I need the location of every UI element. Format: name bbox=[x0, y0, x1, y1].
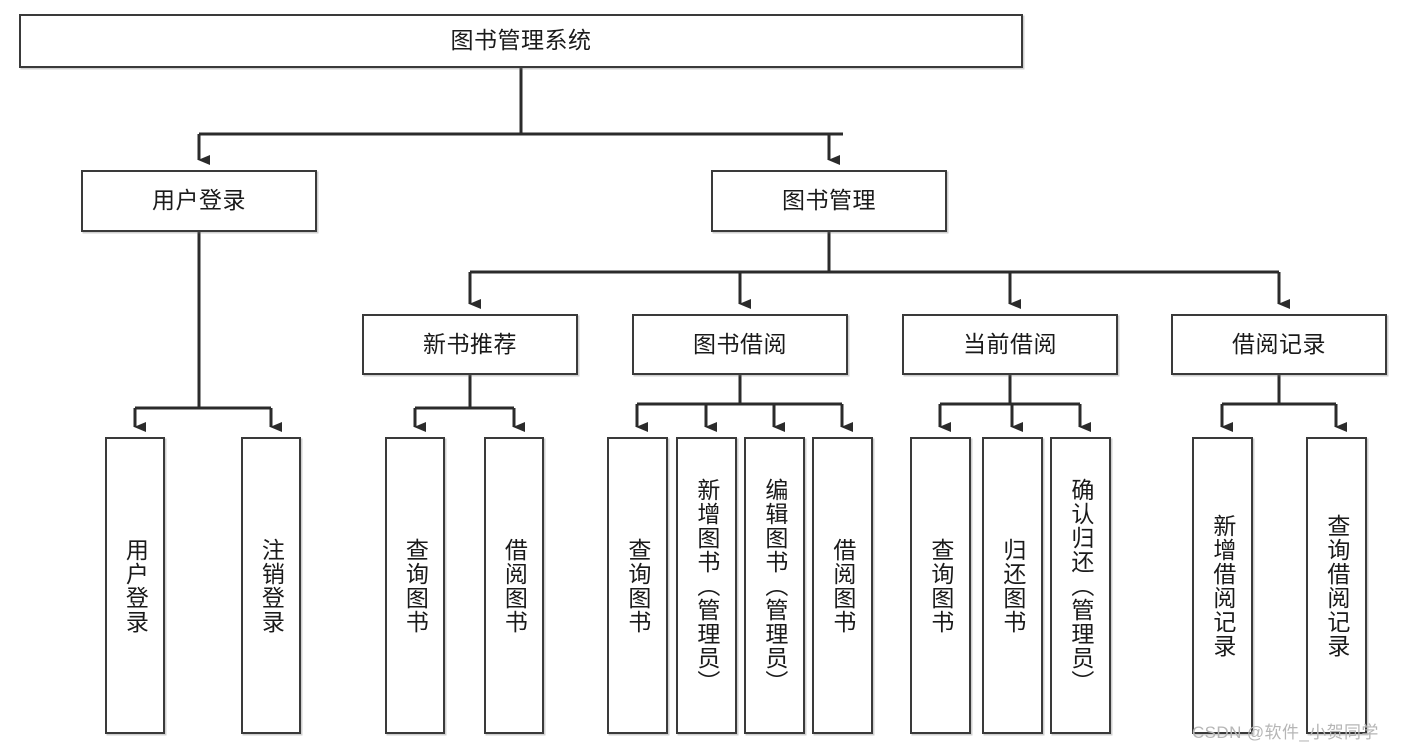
node-new-book-recommend-label: 新书推荐 bbox=[423, 330, 517, 357]
node-leaf-user-login-label: 用户登录 bbox=[122, 537, 149, 634]
node-leaf-edit-book[interactable]: 编辑图书（管理员） bbox=[744, 437, 805, 734]
node-leaf-return-book[interactable]: 归还图书 bbox=[982, 437, 1043, 734]
node-leaf-add-record-label: 新增借阅记录 bbox=[1209, 513, 1236, 658]
node-leaf-add-book-label: 新增图书（管理员） bbox=[693, 477, 720, 694]
node-leaf-query-book-2[interactable]: 查询图书 bbox=[607, 437, 668, 734]
node-root-system[interactable]: 图书管理系统 bbox=[19, 14, 1023, 68]
csdn-watermark: CSDN @软件_小贺同学 bbox=[1192, 723, 1379, 742]
node-leaf-return-book-label: 归还图书 bbox=[999, 537, 1026, 634]
node-current-borrow-label: 当前借阅 bbox=[963, 330, 1057, 357]
node-borrow-record-label: 借阅记录 bbox=[1232, 330, 1326, 357]
node-leaf-user-login[interactable]: 用户登录 bbox=[105, 437, 165, 734]
node-leaf-borrow-book-2-label: 借阅图书 bbox=[829, 537, 856, 634]
node-leaf-edit-book-label: 编辑图书（管理员） bbox=[761, 477, 788, 694]
node-leaf-confirm-return[interactable]: 确认归还（管理员） bbox=[1050, 437, 1111, 734]
node-leaf-add-book[interactable]: 新增图书（管理员） bbox=[676, 437, 737, 734]
node-book-management[interactable]: 图书管理 bbox=[711, 170, 947, 232]
node-borrow-record[interactable]: 借阅记录 bbox=[1171, 314, 1387, 375]
node-leaf-query-record[interactable]: 查询借阅记录 bbox=[1306, 437, 1367, 734]
node-book-borrow-label: 图书借阅 bbox=[693, 330, 787, 357]
node-leaf-confirm-return-label: 确认归还（管理员） bbox=[1067, 477, 1094, 694]
node-leaf-borrow-book-1[interactable]: 借阅图书 bbox=[484, 437, 544, 734]
node-leaf-query-book-1-label: 查询图书 bbox=[402, 537, 429, 634]
node-user-login[interactable]: 用户登录 bbox=[81, 170, 317, 232]
node-leaf-query-book-1[interactable]: 查询图书 bbox=[385, 437, 445, 734]
node-book-borrow[interactable]: 图书借阅 bbox=[632, 314, 848, 375]
node-leaf-query-book-2-label: 查询图书 bbox=[624, 537, 651, 634]
node-user-login-label: 用户登录 bbox=[152, 187, 246, 214]
node-leaf-query-book-3[interactable]: 查询图书 bbox=[910, 437, 971, 734]
node-leaf-borrow-book-1-label: 借阅图书 bbox=[501, 537, 528, 634]
node-leaf-logout[interactable]: 注销登录 bbox=[241, 437, 301, 734]
node-leaf-borrow-book-2[interactable]: 借阅图书 bbox=[812, 437, 873, 734]
node-current-borrow[interactable]: 当前借阅 bbox=[902, 314, 1118, 375]
node-new-book-recommend[interactable]: 新书推荐 bbox=[362, 314, 578, 375]
node-book-management-label: 图书管理 bbox=[782, 187, 876, 214]
node-leaf-logout-label: 注销登录 bbox=[258, 537, 285, 634]
node-root-system-label: 图书管理系统 bbox=[450, 27, 592, 54]
node-leaf-query-record-label: 查询借阅记录 bbox=[1323, 513, 1350, 658]
node-leaf-query-book-3-label: 查询图书 bbox=[927, 537, 954, 634]
node-leaf-add-record[interactable]: 新增借阅记录 bbox=[1192, 437, 1253, 734]
